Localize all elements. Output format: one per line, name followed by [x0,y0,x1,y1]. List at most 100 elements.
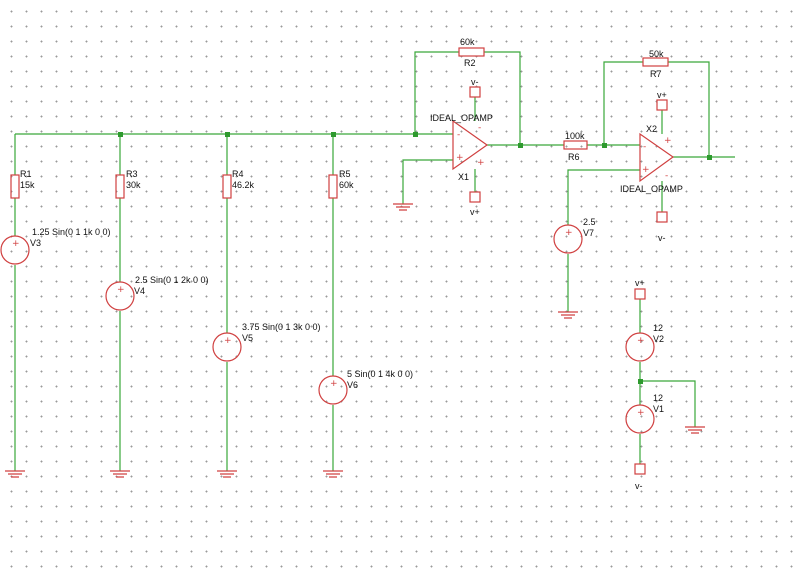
wire-x2-noninv-v7[interactable] [567,169,640,312]
ground-icon[interactable] [323,470,343,478]
wire-feedback-r7[interactable] [603,61,710,157]
resistor-r3-ref: R3 [126,169,138,179]
plus-sign: + [12,239,20,249]
resistor-r5-value: 60k [339,180,354,190]
resistor-r4-body [222,174,232,199]
wire-x1-noninv-ground[interactable] [402,159,453,204]
net-label-x2-vplus[interactable]: v+ [656,90,668,111]
plus-sign: + [637,336,645,346]
voltage-source-v4-value: 2.5 Sin(0 1 2k 0 0) [135,275,209,285]
opamp-x2-body [639,132,675,183]
plus-sign: + [637,408,645,418]
net-label-pin [634,288,646,300]
resistor-r2-value: 60k [460,37,475,47]
voltage-source-v4[interactable]: + 2.5 Sin(0 1 2k 0 0) V4 [105,275,209,311]
resistor-r4[interactable]: R4 46.2k [222,169,255,199]
resistor-r7[interactable]: 50k R7 [642,49,669,79]
voltage-source-v5-ref: V5 [242,333,253,343]
net-label-text: v+ [657,90,667,100]
voltage-source-v3-symbol [0,235,30,265]
voltage-source-v1-value: 12 [653,393,663,403]
resistor-r4-ref: R4 [232,169,244,179]
opamp-x2-model: IDEAL_OPAMP [620,184,683,194]
voltage-source-v3-ref: V3 [30,238,41,248]
voltage-source-v6-symbol [318,375,348,405]
voltage-source-v7[interactable]: + 2.5 V7 [553,217,596,254]
voltage-source-v7-value: 2.5 [583,217,596,227]
net-label-pin [656,99,668,111]
resistor-r3-body [115,174,125,199]
voltage-source-v3-value: 1.25 Sin(0 1 1k 0 0) [32,227,111,237]
opamp-x1-ref: X1 [458,172,469,182]
net-label-x2-vminus[interactable]: v- [656,211,668,243]
resistor-r1[interactable]: R1 15k [10,169,35,199]
resistor-r3-value: 30k [126,180,141,190]
opamp-x2-plus-input: + [642,165,650,175]
net-label-text: v+ [635,278,645,288]
resistor-r4-value: 46.2k [232,180,255,190]
voltage-source-v1[interactable]: + 12 V1 [625,393,664,434]
net-label-text: v- [471,77,479,87]
net-label-text: v- [658,233,666,243]
junction-node[interactable] [225,132,230,137]
net-label-supply-vminus[interactable]: v- [634,463,646,491]
opamp-x1[interactable]: - + - + IDEAL_OPAMP X1 [430,113,493,182]
voltage-source-v6-ref: V6 [347,380,358,390]
resistor-r6-value: 100k [565,131,585,141]
voltage-source-v2-value: 12 [653,323,663,333]
voltage-source-v2[interactable]: + 12 V2 [625,323,664,362]
opamp-x2[interactable]: - + + - X2 IDEAL_OPAMP [620,124,683,194]
ground-icon[interactable] [558,311,578,319]
resistor-r7-value: 50k [649,49,664,59]
wires [14,51,735,471]
voltage-source-v1-symbol [625,404,655,434]
wire-supply-stack[interactable] [639,299,696,464]
junction-node[interactable] [707,155,712,160]
ground-icon[interactable] [685,426,705,434]
net-label-pin [634,463,646,475]
ground-icon[interactable] [110,470,130,478]
net-label-x1-vplus[interactable]: v+ [469,191,481,217]
resistor-r5[interactable]: R5 60k [328,169,354,199]
ground-icon[interactable] [393,203,413,211]
opamp-x2-ref: X2 [646,124,657,134]
resistor-r5-ref: R5 [339,169,351,179]
voltage-source-v4-symbol [105,281,135,311]
resistor-r1-body [10,174,20,199]
voltage-source-v6[interactable]: + 5 Sin(0 1 4k 0 0) V6 [318,369,413,405]
ground-icon[interactable] [5,470,25,478]
resistor-r6[interactable]: 100k R6 [563,131,588,162]
junction-node[interactable] [638,379,643,384]
voltage-source-v5[interactable]: + 3.75 Sin(0 1 3k 0 0) V5 [212,322,321,362]
wire-feedback-r2[interactable] [414,51,521,145]
ground-icon[interactable] [217,470,237,478]
opamp-x1-plus-supply: + [477,158,485,168]
resistor-r3[interactable]: R3 30k [115,169,141,199]
net-label-pin [469,191,481,203]
voltage-source-v6-value: 5 Sin(0 1 4k 0 0) [347,369,413,379]
net-label-text: v- [635,481,643,491]
net-label-pin [469,86,481,98]
net-label-pin [656,211,668,223]
opamp-x1-minus-input: - [457,130,460,140]
grounds [5,203,705,478]
resistor-r1-value: 15k [20,180,35,190]
voltage-source-v2-ref: V2 [653,334,664,344]
net-label-supply-vplus[interactable]: v+ [634,278,646,300]
junction-node[interactable] [413,132,418,137]
junction-node[interactable] [518,143,523,148]
junction-node[interactable] [602,143,607,148]
plus-sign: + [117,285,125,295]
opamp-x2-plus-supply: + [664,136,672,146]
junctions [118,132,712,384]
voltage-source-v1-ref: V1 [653,404,664,414]
junction-node[interactable] [331,132,336,137]
voltage-source-v3[interactable]: + 1.25 Sin(0 1 1k 0 0) V3 [0,227,111,265]
opamp-x1-body [452,119,489,171]
junction-node[interactable] [118,132,123,137]
net-label-text: v+ [470,207,480,217]
net-label-x1-vminus[interactable]: v- [469,77,481,98]
resistor-r2[interactable]: 60k R2 [458,37,485,68]
plus-sign: + [330,379,338,389]
